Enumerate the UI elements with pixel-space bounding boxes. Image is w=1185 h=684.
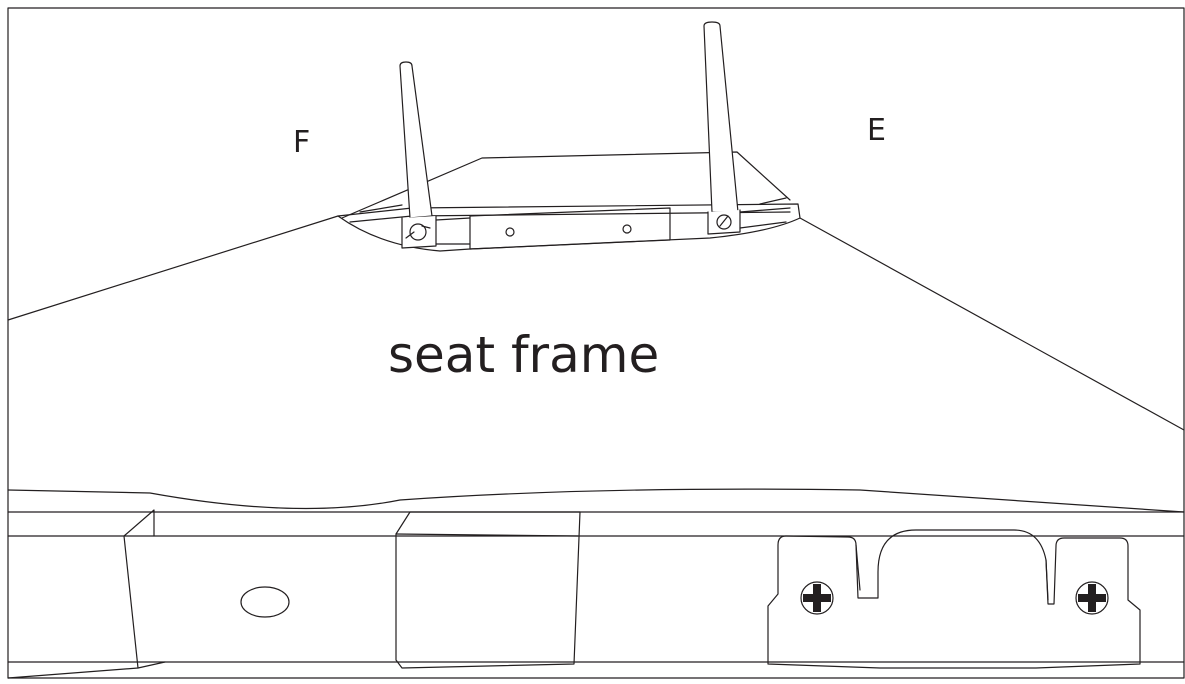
seat-frame-outline [8,216,1184,430]
rail-top-contour [8,489,1184,512]
screw-left [801,582,833,614]
latch-plate [768,530,1140,668]
label-e: E [867,113,886,148]
pin-f-collar-lines [436,218,470,244]
pin-e-lock-tab [720,216,728,226]
center-rail-block-edge [396,534,578,536]
screw-right [1076,582,1108,614]
outer-border [8,8,1184,678]
label-seat-frame: seat frame [388,326,660,384]
pin-e-lock-ring [717,215,731,229]
latch-plate-inner-lines [856,545,1048,600]
pin-f-lock-tabs [406,226,430,238]
rail-oval-hole [241,587,289,617]
pin-e [704,22,738,212]
pin-e-collar-lines [740,208,790,228]
pin-e-collar [708,210,740,234]
slide-bar [470,208,670,249]
bracket-slant-lines [360,198,786,212]
center-rail-block [396,512,580,668]
pin-f-lock-ring [410,224,426,240]
bracket-top-edge [338,204,800,218]
screw-right-slot-h [1078,594,1106,602]
screw-left-slot-h [803,594,831,602]
slide-bar-hole-left [506,228,514,236]
left-rail-bracket-foot [138,662,165,668]
label-f: F [293,125,311,160]
pin-f-collar [402,216,436,248]
left-rail-bracket [8,510,154,678]
slide-bar-hole-right [623,225,631,233]
pin-f [400,62,432,218]
